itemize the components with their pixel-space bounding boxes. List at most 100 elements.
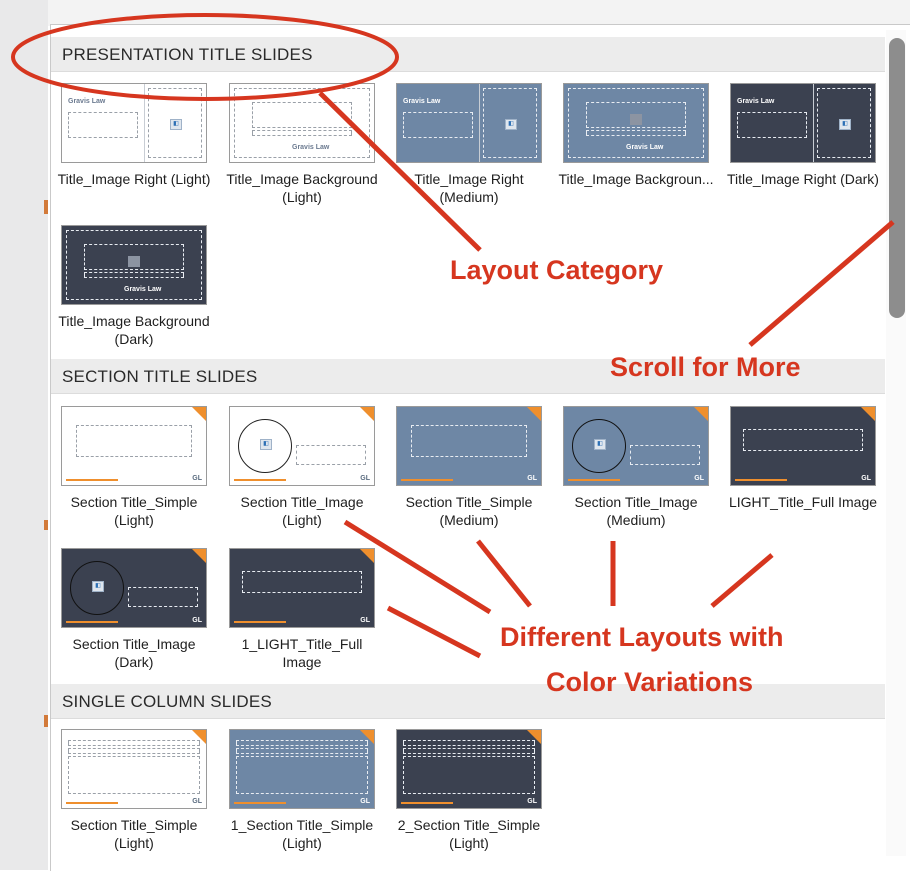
layout-thumbnail: GL xyxy=(730,406,876,486)
image-placeholder xyxy=(483,88,537,158)
image-icon xyxy=(128,256,140,267)
image-placeholder xyxy=(234,88,370,158)
thumb-mark: GL xyxy=(527,798,537,805)
layout-item-label: 2_Section Title_Simple (Light) xyxy=(397,817,541,851)
accent-bar xyxy=(401,479,453,481)
section-header-single-column: SINGLE COLUMN SLIDES xyxy=(51,684,885,719)
thumb-mark: GL xyxy=(360,617,370,624)
layout-item-label: 1_LIGHT_Title_Full Image xyxy=(241,636,363,670)
layout-item[interactable]: Gravis Law◧Title_Image Right (Medium) xyxy=(389,83,549,206)
thumb-mark: GL xyxy=(192,475,202,482)
image-icon: ◧ xyxy=(260,439,272,450)
section-title: SINGLE COLUMN SLIDES xyxy=(62,692,272,711)
layout-thumbnail: Gravis Law xyxy=(563,83,709,163)
arrow-layout-category xyxy=(318,91,482,252)
image-icon: ◧ xyxy=(505,119,517,130)
accent-bar xyxy=(66,802,118,804)
layout-item[interactable]: GL Section Title_Simple (Light) xyxy=(54,406,214,529)
subtitle-placeholder xyxy=(236,748,368,754)
accent-bar xyxy=(234,802,286,804)
accent-corner xyxy=(192,407,206,421)
title-placeholder xyxy=(743,429,863,451)
layout-item-label: Section Title_Simple (Medium) xyxy=(405,494,533,528)
layout-item-label: Title_Image Background (Light) xyxy=(226,171,378,205)
scrollbar-thumb[interactable] xyxy=(889,38,905,318)
accent-bar xyxy=(401,802,453,804)
accent-corner xyxy=(861,407,875,421)
accent-bar xyxy=(234,621,286,623)
image-placeholder xyxy=(568,88,704,158)
image-icon: ◧ xyxy=(839,119,851,130)
layout-item-label: Title_Image Background (Dark) xyxy=(58,313,210,347)
subtitle-placeholder xyxy=(403,748,535,754)
accent-corner xyxy=(527,407,541,421)
arrow-variation-4 xyxy=(710,553,774,608)
layout-thumbnail: GL xyxy=(229,548,375,628)
layout-item-label: Title_Image Backgroun... xyxy=(558,171,714,187)
layout-thumbnail: GL xyxy=(229,729,375,809)
layout-gallery-panel: PRESENTATION TITLE SLIDES SECTION TITLE … xyxy=(50,24,910,871)
split-line xyxy=(479,84,480,162)
layout-thumbnail: ◧GL xyxy=(61,548,207,628)
thumb-logo: Gravis Law xyxy=(403,98,441,105)
annotation-color-variations: Color Variations xyxy=(546,667,754,697)
layout-thumbnail: Gravis Law ◧ xyxy=(730,83,876,163)
accent-bar xyxy=(735,479,787,481)
layout-item-label: Section Title_Image (Medium) xyxy=(574,494,698,528)
layout-item[interactable]: Gravis Law◧Title_Image Right (Dark) xyxy=(723,83,883,188)
layout-thumbnail: GL xyxy=(396,406,542,486)
accent-bar xyxy=(66,621,118,623)
section-title: SECTION TITLE SLIDES xyxy=(62,367,258,386)
annotation-scroll-more: Scroll for More xyxy=(610,352,801,382)
thumb-logo: Gravis Law xyxy=(737,98,775,105)
section-header-presentation: PRESENTATION TITLE SLIDES xyxy=(51,37,885,72)
layout-item[interactable]: GL Section Title_Simple (Medium) xyxy=(389,406,549,529)
layout-item[interactable]: ◧GL Section Title_Image (Dark) xyxy=(54,548,214,671)
arrow-variation-1 xyxy=(343,519,492,615)
layout-item[interactable]: GL 1_LIGHT_Title_Full Image xyxy=(222,548,382,671)
layout-item-label: Section Title_Simple (Light) xyxy=(70,494,198,528)
layout-item[interactable]: GL 2_Section Title_Simple (Light) xyxy=(389,729,549,852)
section-header-section-title: SECTION TITLE SLIDES xyxy=(51,359,885,394)
layout-item-label: 1_Section Title_Simple (Light) xyxy=(230,817,374,851)
thumb-mark: GL xyxy=(360,475,370,482)
layout-thumbnail: GL xyxy=(396,729,542,809)
subtitle-placeholder xyxy=(68,748,200,754)
layout-thumbnail: Gravis Law ◧ xyxy=(396,83,542,163)
accent-bar xyxy=(568,479,620,481)
accent-corner xyxy=(694,407,708,421)
title-placeholder xyxy=(403,740,535,746)
content-placeholder xyxy=(68,756,200,794)
subtitle-placeholder xyxy=(586,130,686,136)
thumb-logo: Gravis Law xyxy=(626,144,664,151)
image-icon: ◧ xyxy=(170,119,182,130)
layout-item[interactable]: GL 1_Section Title_Simple (Light) xyxy=(222,729,382,852)
image-placeholder xyxy=(148,88,202,158)
split-line xyxy=(813,84,814,162)
arrow-variation-2 xyxy=(476,539,532,608)
title-placeholder xyxy=(76,425,192,457)
layout-item-label: Section Title_Image (Dark) xyxy=(72,636,196,670)
thumb-mark: GL xyxy=(360,798,370,805)
content-placeholder xyxy=(236,756,368,794)
thumb-logo: Gravis Law xyxy=(68,98,106,105)
thumb-logo: Gravis Law xyxy=(292,144,330,151)
content-placeholder xyxy=(403,756,535,794)
thumb-mark: GL xyxy=(192,798,202,805)
annotation-different-layouts: Different Layouts with xyxy=(500,622,784,652)
thumb-mark: GL xyxy=(861,475,871,482)
title-placeholder xyxy=(737,112,807,138)
title-placeholder xyxy=(630,445,700,465)
annotation-layout-category: Layout Category xyxy=(450,255,664,285)
title-placeholder xyxy=(128,587,198,607)
thumb-mark: GL xyxy=(527,475,537,482)
image-icon xyxy=(630,114,642,125)
title-placeholder xyxy=(411,425,527,457)
